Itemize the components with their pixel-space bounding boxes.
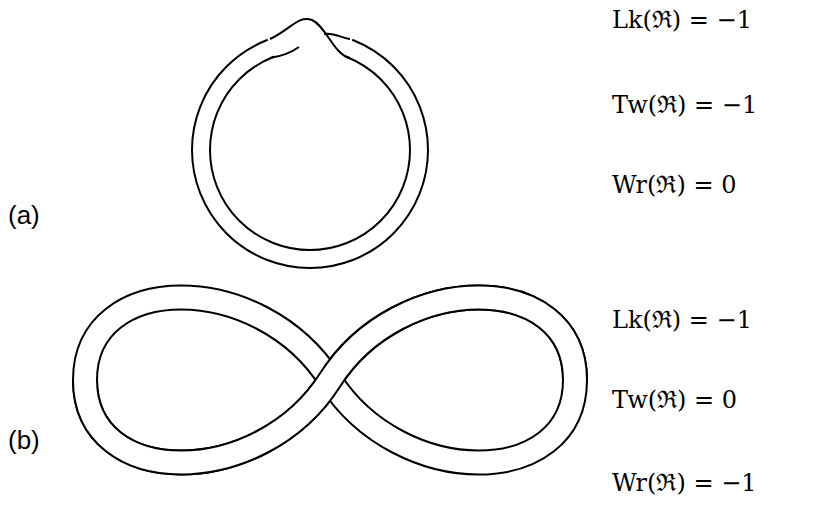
panel-tag: (a) bbox=[8, 200, 40, 230]
panel-tag: (b) bbox=[8, 425, 40, 455]
ring-outer-edge bbox=[192, 32, 428, 268]
twist-over-edge bbox=[270, 19, 350, 58]
ribbon-face bbox=[85, 298, 575, 463]
twist-gap bbox=[271, 41, 349, 48]
twist-value: Tw(ℜ) = 0 bbox=[612, 385, 737, 415]
ring-inner-edge bbox=[210, 50, 410, 250]
twist-under-edge bbox=[270, 47, 299, 58]
writhe-value: Wr(ℜ) = 0 bbox=[612, 170, 736, 200]
ribbon-over-edges bbox=[85, 298, 575, 463]
twist-under-edge bbox=[324, 34, 350, 39]
linking-number: Lk(ℜ) = −1 bbox=[612, 5, 752, 35]
linking-number: Lk(ℜ) = −1 bbox=[612, 305, 752, 335]
twisted-ring-ribbon bbox=[192, 19, 428, 268]
figure-eight-ribbon bbox=[85, 298, 575, 463]
twist-value: Tw(ℜ) = −1 bbox=[612, 90, 757, 120]
ribbon-over-face bbox=[85, 298, 575, 463]
writhe-value: Wr(ℜ) = −1 bbox=[612, 468, 757, 498]
ribbon-edges bbox=[85, 298, 575, 463]
